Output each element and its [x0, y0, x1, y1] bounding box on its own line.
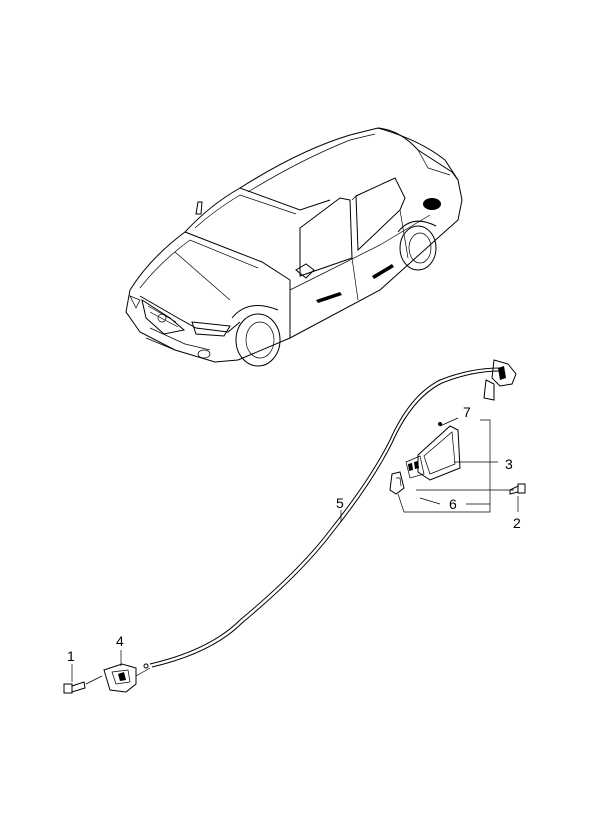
release-cable	[149, 359, 517, 668]
release-lever	[63, 663, 151, 694]
part-number-2: 2	[513, 515, 521, 531]
sedan-car-illustration	[125, 127, 463, 367]
part-number-5: 5	[336, 495, 344, 511]
leader-lines	[71, 417, 519, 682]
screw	[509, 483, 526, 495]
part-number-1: 1	[67, 648, 75, 664]
fuel-filler-door	[389, 422, 461, 495]
part-number-7: 7	[463, 404, 471, 420]
part-number-3: 3	[505, 456, 513, 472]
part-number-6: 6	[449, 496, 457, 512]
part-number-4: 4	[116, 633, 124, 649]
